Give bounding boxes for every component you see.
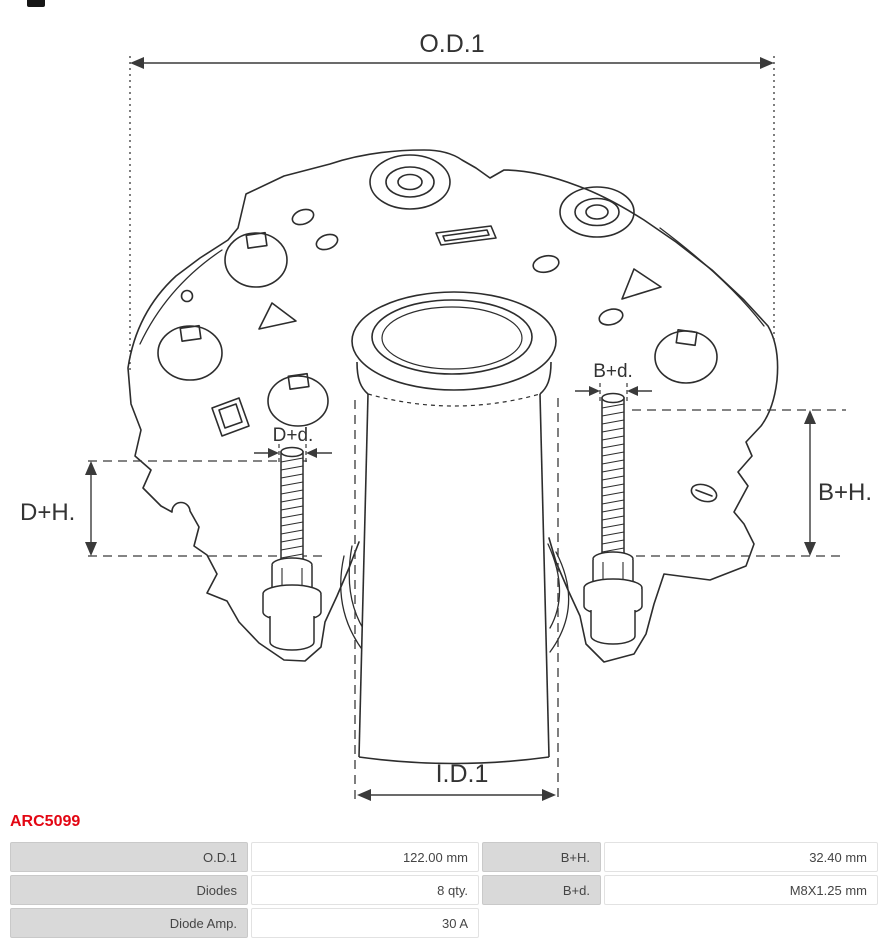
spec-value-bh: 32.40 mm [604,842,878,872]
stud-threads [601,403,625,553]
mount-boss-right [559,186,635,238]
tube-rim-sides [356,361,552,395]
stud-foot [590,610,636,645]
bh-label: B+H. [818,479,872,506]
tube-hidden-underside [367,393,541,407]
plate-slots [211,225,662,437]
dimension-arrowheads [85,57,816,801]
tube-bore-opening [371,299,533,375]
stud-cap [601,392,625,404]
spec-label-bh: B+H. [482,842,601,872]
bd-label: B+d. [593,361,633,382]
spec-value-diode-amp: 30 A [251,908,479,938]
dimension-labels: O.D.1 I.D.1 D+H. B+H. D+d. B+d. [20,30,872,788]
diode-housings [157,231,718,427]
stud-foot [269,616,315,651]
spec-row-1: O.D.1 122.00 mm B+H. 32.40 mm [10,842,878,872]
terminal-stud-right [583,392,643,645]
technical-drawing: O.D.1 I.D.1 D+H. B+H. D+d. B+d. [20,30,872,802]
dimension-lines [88,56,846,802]
id1-label: I.D.1 [436,760,489,788]
plate-inner-contours [139,227,765,653]
dh-label: D+H. [20,499,75,526]
rectifier-plate [127,149,779,663]
spec-cell-empty [482,908,601,938]
spec-row-3: Diode Amp. 30 A [10,908,878,938]
part-number: ARC5099 [10,813,81,830]
od1-label: O.D.1 [419,30,484,58]
spec-label-bd: B+d. [482,875,601,905]
dd-label: D+d. [273,425,314,446]
terminal-stud-left [262,446,322,651]
tube-neck-left-edge [358,393,369,758]
spec-cell-empty [604,908,878,938]
spec-value-diodes: 8 qty. [251,875,479,905]
spec-label-diodes: Diodes [10,875,248,905]
spec-label-od1: O.D.1 [10,842,248,872]
center-tube [351,291,557,765]
spec-label-diode-amp: Diode Amp. [10,908,248,938]
plate-holes [180,208,718,503]
tube-bottom-edge [358,756,550,765]
tube-bore-chamfer [381,306,523,370]
spec-value-bd: M8X1.25 mm [604,875,878,905]
spec-table: O.D.1 122.00 mm B+H. 32.40 mm Diodes 8 q… [10,842,878,938]
spec-row-2: Diodes 8 qty. B+d. M8X1.25 mm [10,875,878,905]
tube-neck-mask [359,394,549,765]
stud-cap [280,446,304,458]
spec-value-od1: 122.00 mm [251,842,479,872]
stud-threads [280,457,304,559]
brand-logo-fragment [27,0,45,7]
tube-neck-right-edge [539,393,550,758]
mount-boss-left [369,154,451,210]
plate-outline [127,149,779,663]
